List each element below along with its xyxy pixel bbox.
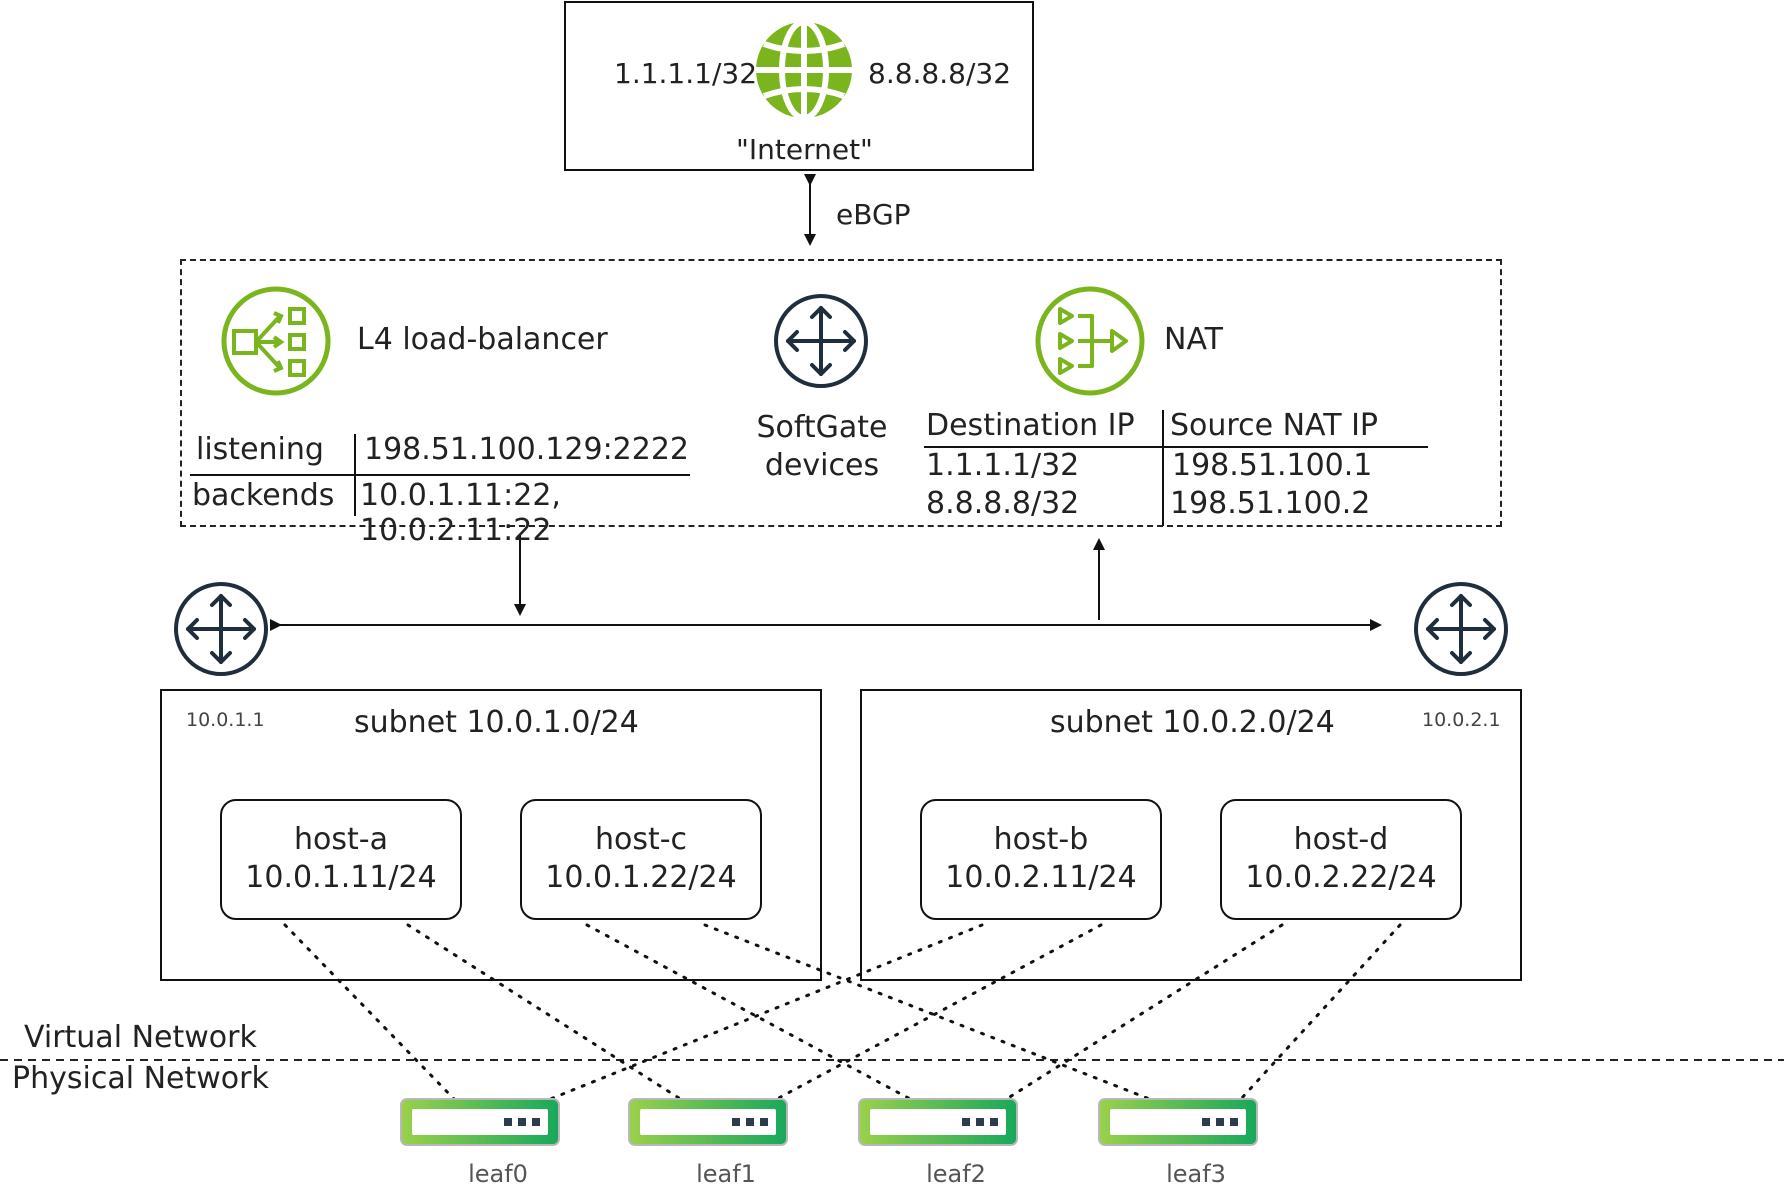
subnet-gateway: 10.0.2.1 bbox=[1422, 709, 1501, 731]
virtual-network-label: Virtual Network bbox=[24, 1020, 257, 1055]
leaf-label: leaf3 bbox=[1166, 1160, 1226, 1188]
nat-icon bbox=[1034, 285, 1146, 401]
nat-cell: 198.51.100.1 bbox=[1172, 448, 1373, 483]
internet-left-prefix: 1.1.1.1/32 bbox=[614, 57, 758, 90]
lb-row-value: 10.0.1.11:22, 10.0.2.11:22 bbox=[360, 478, 561, 548]
lb-title: L4 load-balancer bbox=[357, 322, 608, 357]
subnet-title: subnet 10.0.1.0/24 bbox=[354, 705, 639, 740]
host-ip: 10.0.1.11/24 bbox=[245, 860, 437, 895]
leaf-label: leaf0 bbox=[468, 1160, 528, 1188]
nat-table-vline bbox=[1162, 410, 1164, 526]
lb-table: listening 198.51.100.129:2222 backends 1… bbox=[190, 432, 690, 548]
host-card[interactable]: host-d 10.0.2.22/24 bbox=[1220, 799, 1462, 920]
load-balancer-icon bbox=[220, 285, 332, 401]
host-leaf-links bbox=[283, 923, 1402, 1102]
internet-right-prefix: 8.8.8.8/32 bbox=[868, 57, 1012, 90]
lb-table-hline bbox=[190, 474, 690, 476]
switch-icon bbox=[400, 1098, 560, 1150]
softgate-label-line1: SoftGate bbox=[756, 410, 888, 445]
nat-header-src: Source NAT IP bbox=[1170, 408, 1379, 443]
leaf-label: leaf1 bbox=[696, 1160, 756, 1188]
nat-cell: 8.8.8.8/32 bbox=[926, 486, 1080, 521]
subnet-box-2: subnet 10.0.2.0/24 10.0.2.1 bbox=[860, 689, 1522, 981]
softgate-label-line2: devices bbox=[764, 448, 880, 483]
subnet-gateway: 10.0.1.1 bbox=[186, 709, 265, 731]
host-ip: 10.0.1.22/24 bbox=[545, 860, 737, 895]
host-card[interactable]: host-a 10.0.1.11/24 bbox=[220, 799, 462, 920]
host-ip: 10.0.2.11/24 bbox=[945, 860, 1137, 895]
ebgp-label: eBGP bbox=[836, 198, 911, 231]
nat-title: NAT bbox=[1164, 322, 1223, 357]
globe-icon bbox=[754, 19, 854, 124]
host-ip: 10.0.2.22/24 bbox=[1245, 860, 1437, 895]
router-icon bbox=[1412, 580, 1510, 682]
nat-table-hline bbox=[924, 446, 1428, 448]
host-name: host-a bbox=[294, 822, 388, 857]
switch-icon bbox=[628, 1098, 788, 1150]
internet-label: "Internet" bbox=[736, 133, 873, 166]
nat-cell: 198.51.100.2 bbox=[1170, 486, 1371, 521]
host-card[interactable]: host-b 10.0.2.11/24 bbox=[920, 799, 1162, 920]
router-icon bbox=[172, 580, 270, 682]
lb-row-key: listening bbox=[196, 432, 324, 467]
internet-box: 1.1.1.1/32 8.8.8.8/32 "Internet" bbox=[564, 1, 1034, 171]
subnet-title: subnet 10.0.2.0/24 bbox=[1050, 705, 1335, 740]
host-name: host-d bbox=[1293, 822, 1389, 857]
host-card[interactable]: host-c 10.0.1.22/24 bbox=[520, 799, 762, 920]
lb-row-value: 198.51.100.129:2222 bbox=[364, 432, 690, 467]
switch-icon bbox=[1098, 1098, 1258, 1150]
host-name: host-c bbox=[594, 822, 688, 857]
host-name: host-b bbox=[993, 822, 1089, 857]
subnet-box-1: 10.0.1.1 subnet 10.0.1.0/24 bbox=[160, 689, 822, 981]
lb-table-vline bbox=[354, 434, 356, 516]
router-icon bbox=[772, 292, 870, 394]
nat-table: Destination IP Source NAT IP 1.1.1.1/32 … bbox=[924, 408, 1428, 526]
lb-row-key: backends bbox=[192, 478, 335, 513]
nat-cell: 1.1.1.1/32 bbox=[926, 448, 1080, 483]
physical-network-label: Physical Network bbox=[12, 1061, 269, 1096]
switch-icon bbox=[858, 1098, 1018, 1150]
softgate-container bbox=[180, 259, 1502, 527]
leaf-label: leaf2 bbox=[926, 1160, 986, 1188]
nat-header-dest: Destination IP bbox=[926, 408, 1135, 443]
